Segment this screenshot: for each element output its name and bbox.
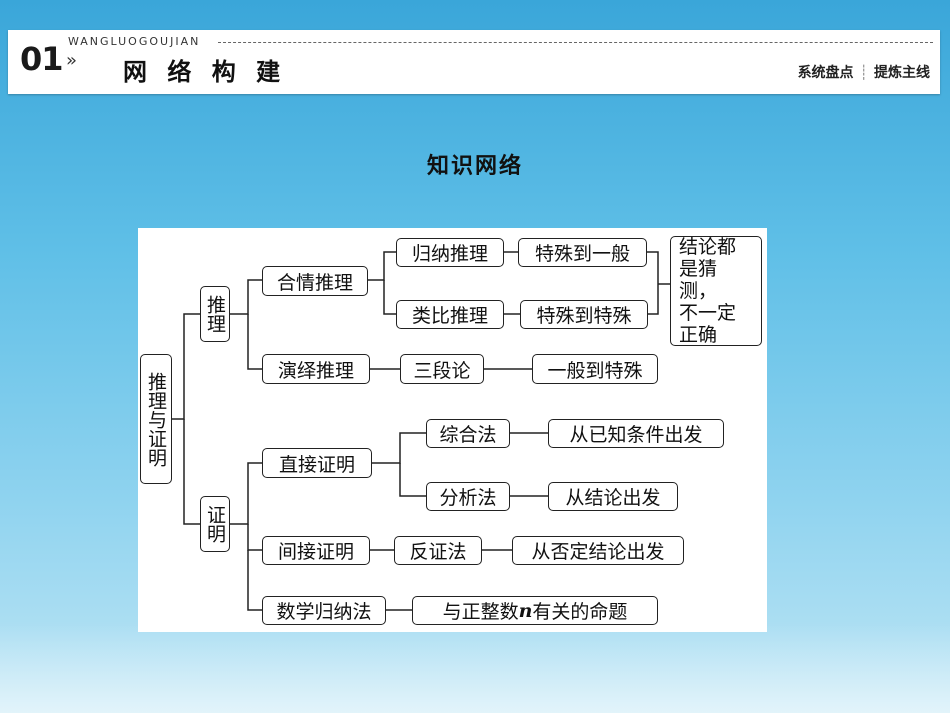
edge-root-inference <box>172 313 200 420</box>
conclusion-line-3: 不一定 <box>679 302 737 324</box>
section-number: 01 <box>20 40 64 78</box>
conclusion-line-1: 结论都 <box>679 236 737 258</box>
desc-suffix: 有关的命题 <box>532 601 628 623</box>
knowledge-network-diagram: 推理与证明 推理 证明 合情推理 归纳推理 特殊到一般 类比推理 特殊到特殊 结… <box>138 228 767 632</box>
nav-separator: ┊ <box>859 65 868 81</box>
node-plausible: 合情推理 <box>262 266 368 296</box>
node-contradiction-desc: 从否定结论出发 <box>512 536 684 565</box>
header-dashed-rule <box>218 42 933 43</box>
edge-to-conclusion <box>647 251 659 315</box>
edge-proof-direct <box>230 462 262 525</box>
node-deductive: 演绎推理 <box>262 354 370 384</box>
edge-plausible-induction <box>368 251 396 281</box>
desc-variable-n: n <box>518 599 533 622</box>
node-induction-desc: 特殊到一般 <box>518 238 647 267</box>
conclusion-line-4: 正确 <box>679 324 718 346</box>
nav-system-review[interactable]: 系统盘点 <box>797 65 854 81</box>
section-header: 01 » WANGLUOGOUJIAN 网 络 构 建 系统盘点 ┊ 提炼主线 <box>8 30 940 94</box>
header-right-nav: 系统盘点 ┊ 提炼主线 <box>798 62 930 82</box>
node-analogy: 类比推理 <box>396 300 504 329</box>
edge-root-proof <box>183 419 200 525</box>
node-conclusion: 结论都 是猜测， 不一定 正确 <box>670 236 762 346</box>
node-analytic-desc: 从结论出发 <box>548 482 678 511</box>
edge-plausible-analogy <box>383 280 396 315</box>
section-pinyin: WANGLUOGOUJIAN <box>68 35 201 48</box>
section-title-cn: 网 络 构 建 <box>123 58 287 86</box>
desc-prefix: 与正整数 <box>442 601 519 623</box>
edge-proof-indirect <box>247 524 262 551</box>
node-math-induction: 数学归纳法 <box>262 596 386 625</box>
edge-direct-synthetic <box>372 432 426 464</box>
edge-inference-plausible <box>230 279 262 315</box>
edge-inference-deductive <box>247 314 262 370</box>
decorative-wave <box>0 623 950 713</box>
page-title: 知识网络 <box>426 154 523 179</box>
node-syllogism: 三段论 <box>400 354 484 384</box>
node-proof: 证明 <box>200 496 230 552</box>
node-analogy-desc: 特殊到特殊 <box>520 300 648 329</box>
nav-main-thread[interactable]: 提炼主线 <box>874 65 930 81</box>
node-induction: 归纳推理 <box>396 238 504 267</box>
node-analytic: 分析法 <box>426 482 510 511</box>
node-synthetic: 综合法 <box>426 419 510 448</box>
node-synthetic-desc: 从已知条件出发 <box>548 419 724 448</box>
conclusion-line-2: 是猜测， <box>679 258 718 302</box>
node-direct: 直接证明 <box>262 448 372 478</box>
connector-lines <box>172 251 670 611</box>
node-contradiction: 反证法 <box>394 536 482 565</box>
node-indirect: 间接证明 <box>262 536 370 565</box>
edge-proof-induction <box>247 550 262 611</box>
node-root: 推理与证明 <box>140 354 172 484</box>
node-deductive-desc: 一般到特殊 <box>532 354 658 384</box>
edge-direct-analytic <box>399 463 426 497</box>
chevron-icon: » <box>66 50 78 71</box>
node-inference: 推理 <box>200 286 230 342</box>
node-math-induction-desc: 与正整数 n 有关的命题 <box>412 596 658 625</box>
